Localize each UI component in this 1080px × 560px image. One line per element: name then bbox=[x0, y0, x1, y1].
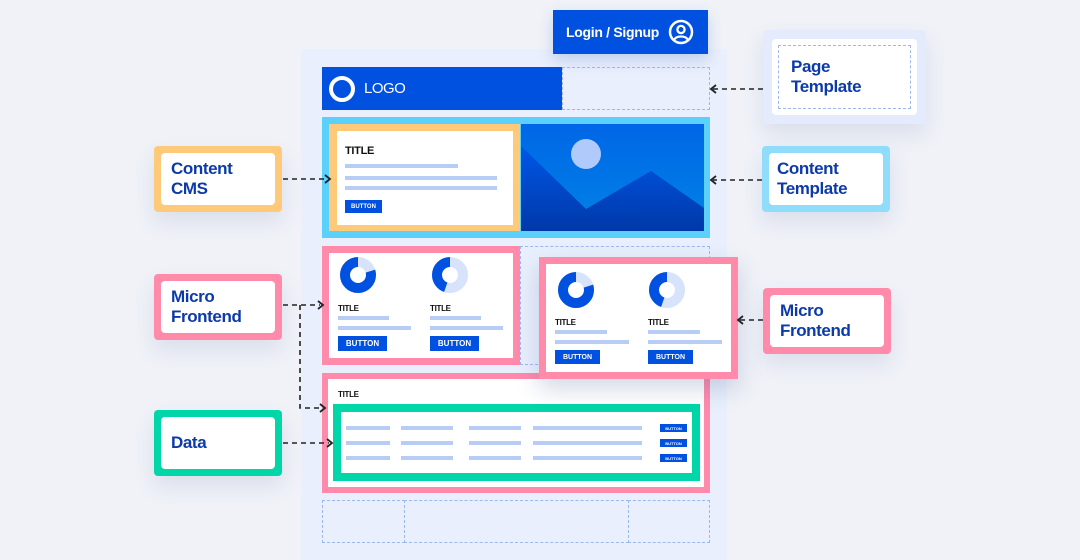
card-title: TITLE bbox=[430, 304, 451, 313]
text-line bbox=[338, 316, 389, 320]
text-line bbox=[648, 330, 700, 334]
donut-chart-icon bbox=[558, 272, 594, 308]
row-button[interactable]: BUTTON bbox=[660, 424, 687, 432]
table-cell bbox=[469, 441, 521, 445]
arrowhead-icon bbox=[736, 315, 744, 325]
card-title: TITLE bbox=[648, 318, 669, 327]
callout-content-cms: Content CMS bbox=[154, 146, 282, 212]
card-button[interactable]: BUTTON bbox=[648, 350, 693, 364]
callout-label: Micro Frontend bbox=[161, 281, 275, 333]
text-line bbox=[345, 164, 458, 168]
callout-content-template: Content Template bbox=[762, 146, 890, 212]
callout-micro-frontend-right: Micro Frontend bbox=[763, 288, 891, 354]
callout-label: Micro Frontend bbox=[770, 295, 884, 347]
table-cell bbox=[533, 456, 642, 460]
row-button[interactable]: BUTTON bbox=[660, 454, 687, 462]
card-title: TITLE bbox=[555, 318, 576, 327]
callout-label: Content Template bbox=[769, 153, 883, 205]
footer-slot-right bbox=[628, 500, 710, 543]
text-line bbox=[338, 326, 411, 330]
callout-page-template: Page Template bbox=[763, 30, 926, 124]
text-line bbox=[345, 176, 497, 180]
hero-title: TITLE bbox=[345, 145, 375, 157]
login-signup-label: Login / Signup bbox=[566, 24, 660, 40]
callout-micro-frontend-left: Micro Frontend bbox=[154, 274, 282, 340]
text-line bbox=[430, 316, 481, 320]
text-line bbox=[555, 330, 607, 334]
landscape-image-icon bbox=[521, 124, 704, 231]
table-cell bbox=[346, 441, 390, 445]
table-cell bbox=[401, 456, 453, 460]
row-button[interactable]: BUTTON bbox=[660, 439, 687, 447]
hero-button[interactable]: BUTTON bbox=[345, 200, 382, 213]
table-cell bbox=[346, 456, 390, 460]
hero-text-card: TITLE BUTTON bbox=[337, 131, 513, 225]
text-line bbox=[555, 340, 629, 344]
table-cell bbox=[469, 456, 521, 460]
table-cell bbox=[401, 426, 453, 430]
callout-label: Content CMS bbox=[161, 153, 275, 205]
logo-header: LOGO bbox=[322, 67, 562, 110]
data-table: BUTTON BUTTON BUTTON bbox=[341, 412, 692, 473]
table-cell bbox=[469, 426, 521, 430]
donut-chart-icon bbox=[649, 272, 685, 308]
micro-frontend-right-panel: TITLE BUTTON TITLE BUTTON bbox=[546, 264, 731, 372]
table-cell bbox=[533, 426, 642, 430]
sun-shape bbox=[571, 139, 601, 169]
login-signup-button[interactable]: Login / Signup bbox=[553, 10, 708, 54]
table-cell bbox=[346, 426, 390, 430]
data-title: TITLE bbox=[338, 390, 359, 399]
footer-slot-left bbox=[322, 500, 405, 543]
text-line bbox=[345, 186, 497, 190]
ring-logo-icon bbox=[329, 75, 355, 102]
donut-chart-icon bbox=[432, 257, 468, 293]
callout-label: Page Template bbox=[778, 45, 911, 109]
callout-data: Data bbox=[154, 410, 282, 476]
micro-frontend-left-panel: TITLE BUTTON TITLE BUTTON bbox=[329, 253, 513, 358]
donut-chart-icon bbox=[340, 257, 376, 293]
callout-label: Data bbox=[161, 417, 275, 469]
card-button[interactable]: BUTTON bbox=[338, 336, 387, 351]
card-title: TITLE bbox=[338, 304, 359, 313]
footer-slot-center bbox=[404, 500, 629, 543]
card-button[interactable]: BUTTON bbox=[430, 336, 479, 351]
text-line bbox=[648, 340, 722, 344]
logo-text: LOGO bbox=[364, 80, 406, 97]
table-cell bbox=[401, 441, 453, 445]
card-button[interactable]: BUTTON bbox=[555, 350, 600, 364]
mountain-shape bbox=[521, 146, 704, 231]
user-circle-icon bbox=[668, 19, 694, 45]
text-line bbox=[430, 326, 503, 330]
table-cell bbox=[533, 441, 642, 445]
callout-page-template-inner: Page Template bbox=[772, 39, 917, 115]
header-empty-slot bbox=[562, 67, 710, 110]
